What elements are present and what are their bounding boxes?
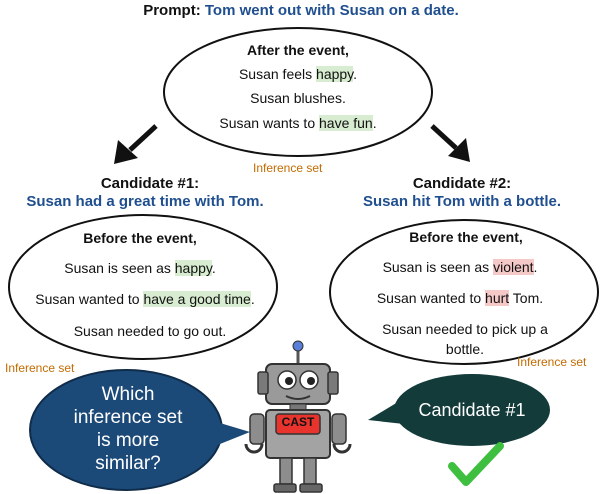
candidate2-line-4: bottle.: [340, 341, 590, 357]
line-text: Susan is seen as: [64, 260, 175, 276]
candidate1-line-3: Susan needed to go out.: [30, 323, 270, 339]
candidate1-inference-ellipse: [8, 214, 278, 360]
line-suffix: .: [533, 259, 538, 275]
top-set-line-1: Susan feels happy.: [198, 66, 398, 82]
line-text: Susan needed to pick up a: [382, 321, 548, 337]
line-suffix: Tom.: [509, 290, 544, 306]
line-text: Susan wanted to: [376, 290, 486, 306]
prompt-text: Tom went out with Susan on a date.: [204, 2, 459, 19]
line-text: Susan wanted to: [35, 291, 144, 307]
line-highlight: hurt: [485, 290, 510, 306]
candidate1-title: Candidate #1:: [100, 175, 200, 192]
candidate2-line-1: Susan is seen as violent.: [340, 259, 580, 275]
candidate1-heading: Before the event,: [83, 230, 197, 246]
line-text: Susan blushes.: [250, 90, 346, 106]
candidate1-line-1: Susan is seen as happy.: [20, 260, 260, 276]
candidate2-heading: Before the event,: [409, 229, 523, 245]
top-set-line-3: Susan wants to have fun.: [178, 115, 418, 131]
candidate2-title: Candidate #2:: [412, 175, 512, 192]
question-line-4: similar?: [95, 453, 161, 474]
line-text: Susan is seen as: [382, 259, 494, 275]
candidate2-caption: Inference set: [517, 355, 587, 369]
arrow-left-down-icon: [114, 124, 158, 164]
question-line-3: is more: [96, 430, 160, 451]
arrow-right-down-icon: [430, 124, 470, 162]
line-highlight: violent: [493, 259, 534, 275]
top-set-heading: After the event,: [247, 42, 349, 58]
line-suffix: .: [353, 66, 358, 82]
robot-icon: [244, 340, 352, 493]
robot-chest-label: CAST: [281, 415, 315, 429]
line-suffix: .: [211, 260, 216, 276]
candidate1-line-2: Susan wanted to have a good time.: [10, 291, 280, 307]
candidate1-caption: Inference set: [5, 361, 75, 375]
question-bubble-shape: [29, 369, 250, 491]
checkmark-icon: [448, 442, 504, 486]
line-text: Susan needed to go out.: [73, 323, 227, 339]
line-text: Susan feels: [238, 66, 317, 82]
prompt-label: Prompt:: [143, 2, 201, 19]
answer-bubble-text: Candidate #1: [418, 400, 526, 420]
line-highlight: happy: [316, 66, 354, 82]
question-line-2: inference set: [73, 407, 183, 428]
top-set-caption: Inference set: [253, 161, 323, 175]
candidate2-line-3: Susan needed to pick up a: [340, 321, 590, 337]
question-line-1: Which: [101, 384, 155, 405]
line-highlight: happy: [174, 260, 212, 276]
answer-bubble-shape: [368, 374, 550, 446]
line-suffix: .: [372, 115, 377, 131]
line-suffix: .: [250, 291, 255, 307]
line-highlight: have a good time: [143, 291, 251, 307]
candidate2-text: Susan hit Tom with a bottle.: [362, 193, 562, 210]
prompt-line: Prompt: Tom went out with Susan on a dat…: [0, 2, 602, 19]
candidate2-line-2: Susan wanted to hurt Tom.: [340, 290, 580, 306]
candidate1-text: Susan had a great time with Tom.: [26, 193, 264, 210]
line-text: Susan wants to: [219, 115, 319, 131]
candidate2-inference-ellipse: [329, 219, 599, 365]
question-bubble-text: Which inference set is more similar?: [48, 383, 208, 475]
top-set-line-2: Susan blushes.: [198, 90, 398, 106]
line-text: bottle.: [445, 341, 485, 357]
line-highlight: have fun: [319, 115, 373, 131]
